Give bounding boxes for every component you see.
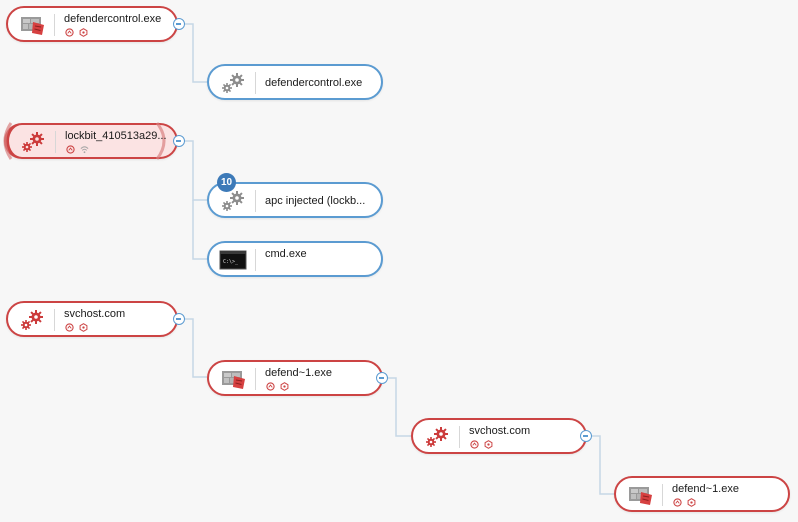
network-badge-icon (673, 498, 682, 507)
gears-icon (423, 425, 451, 449)
collapse-toggle-icon[interactable] (173, 135, 185, 147)
connector-line (388, 377, 411, 437)
node-divider (54, 309, 55, 331)
hexagon-alert-icon (280, 382, 289, 391)
process-name: svchost.com (469, 425, 531, 437)
process-node-cmd[interactable]: C:\>_ cmd.exe (207, 241, 383, 277)
process-name: lockbit_410513a29... (65, 130, 167, 142)
node-badges (65, 28, 88, 37)
node-divider (662, 484, 663, 506)
event-count-badge: 10 (217, 173, 236, 192)
defender-shield-icon (18, 13, 46, 37)
node-divider (55, 131, 56, 153)
gears-icon (219, 71, 247, 95)
process-node-defend-1[interactable]: defend~1.exe (207, 360, 383, 396)
hexagon-alert-icon (79, 28, 88, 37)
collapse-toggle-icon[interactable] (173, 18, 185, 30)
defender-shield-icon (219, 367, 247, 391)
process-name: defend~1.exe (672, 483, 739, 495)
node-badges (470, 440, 493, 449)
process-name: defend~1.exe (265, 367, 332, 379)
hexagon-alert-icon (79, 323, 88, 332)
hexagon-alert-icon (484, 440, 493, 449)
wifi-icon (80, 146, 89, 154)
node-divider (54, 14, 55, 36)
process-name: cmd.exe (265, 248, 307, 260)
node-divider (255, 368, 256, 390)
terminal-icon: C:\>_ (219, 250, 247, 274)
node-badges (66, 145, 89, 154)
process-name: apc injected (lockb... (265, 195, 366, 207)
gears-icon (18, 308, 46, 332)
process-node-defendercontrol-child[interactable]: defendercontrol.exe (207, 64, 383, 100)
connector-line (185, 318, 207, 378)
node-divider (255, 190, 256, 212)
network-badge-icon (66, 145, 75, 154)
network-badge-icon (266, 382, 275, 391)
collapse-toggle-icon[interactable] (580, 430, 592, 442)
network-badge-icon (65, 28, 74, 37)
gears-icon (19, 130, 47, 154)
connector-line (185, 140, 207, 201)
network-badge-icon (65, 323, 74, 332)
node-divider (255, 72, 256, 94)
hexagon-alert-icon (687, 498, 696, 507)
terminal-prompt-text: C:\>_ (223, 259, 239, 265)
node-badges (266, 382, 289, 391)
node-divider (255, 249, 256, 271)
process-name: defendercontrol.exe (64, 13, 162, 25)
collapse-toggle-icon[interactable] (173, 313, 185, 325)
node-badges (65, 323, 88, 332)
process-node-defend-1-child[interactable]: defend~1.exe (614, 476, 790, 512)
process-name: defendercontrol.exe (265, 77, 363, 89)
process-node-svchost-nested[interactable]: svchost.com (411, 418, 587, 454)
network-badge-icon (470, 440, 479, 449)
connector-line (192, 200, 207, 260)
connector-line (592, 435, 614, 495)
process-node-svchost-root[interactable]: svchost.com (6, 301, 178, 337)
process-name: svchost.com (64, 308, 126, 320)
collapse-toggle-icon[interactable] (376, 372, 388, 384)
node-divider (459, 426, 460, 448)
process-node-lockbit[interactable]: lockbit_410513a29... (3, 122, 178, 160)
node-badges (673, 498, 696, 507)
connector-line (185, 23, 207, 83)
process-node-apc-injected[interactable]: 10 apc injected (lockb... (207, 173, 383, 218)
process-node-defendercontrol[interactable]: defendercontrol.exe (6, 6, 178, 42)
defender-shield-icon (626, 483, 654, 507)
gears-icon (219, 189, 247, 213)
